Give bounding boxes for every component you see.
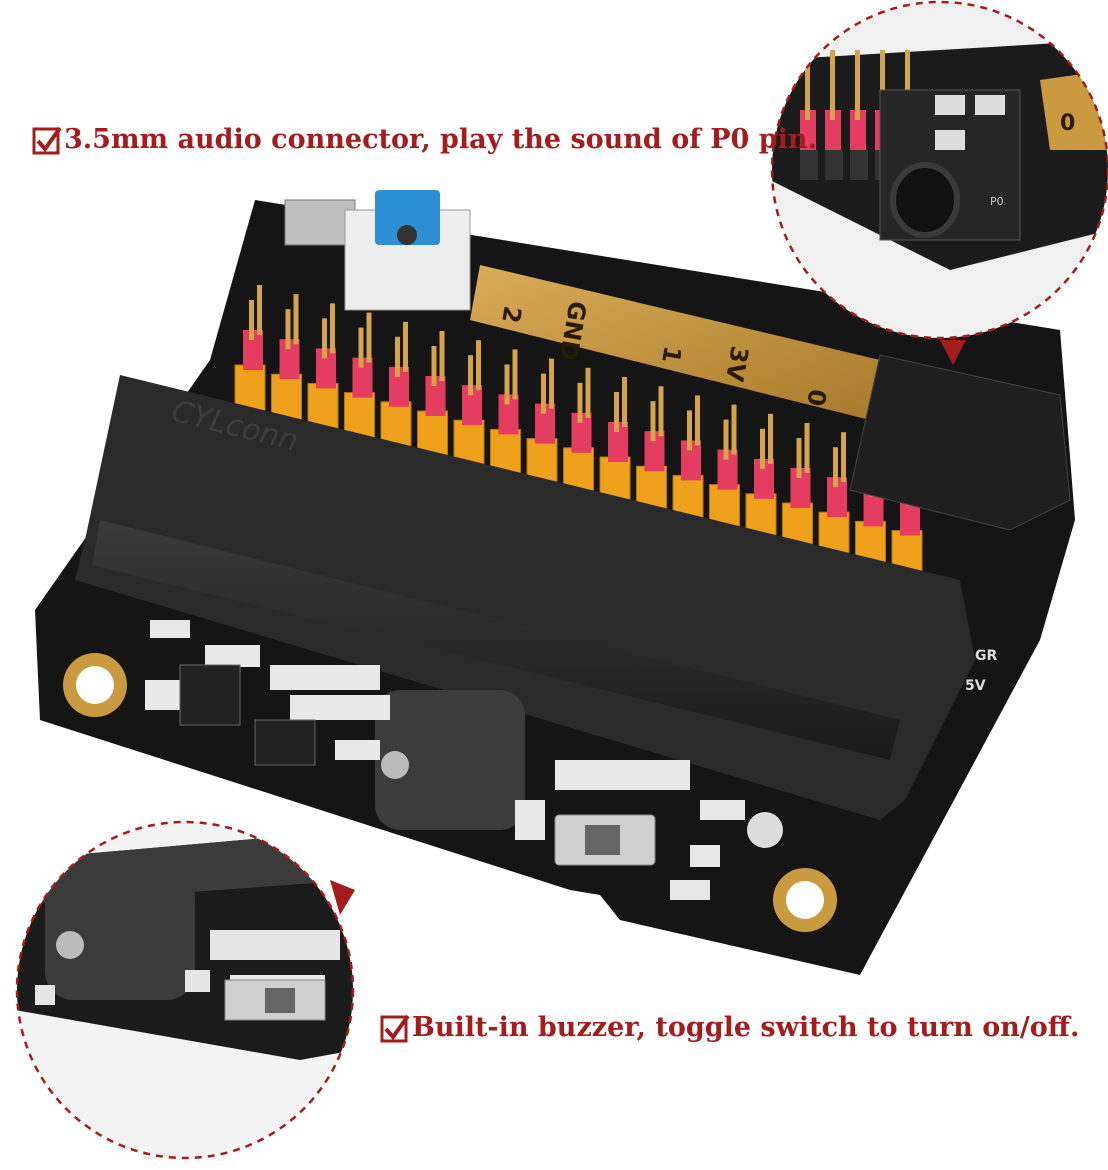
gold-label-strip [470,265,880,420]
pin-label: 3V [720,344,754,384]
audio-jack [849,354,1071,531]
caption-audio: 3.5mm audio connector, play the sound of… [32,124,817,155]
checkbox-checked-icon [32,126,62,154]
pointer-arrow-icon [940,340,966,365]
caption-text: 3.5mm audio connector, play the sound of… [64,124,817,155]
caption-text: Built-in buzzer, toggle switch to turn o… [412,1012,1080,1043]
zoom-label: P0 [990,195,1004,208]
buzzer-screw-icon [56,931,84,959]
usb-port [284,199,356,246]
side-label: 5V [965,678,986,694]
pointer-arrow-icon [330,880,355,915]
pin-label: 1 [656,344,686,365]
pin-label: 0 [801,387,831,408]
smd-components [145,620,745,900]
buzzer-zoom [45,870,195,1000]
pin-label: 2 [496,304,526,325]
zoom-label: 0 [1060,111,1075,136]
caption-buzzer: Built-in buzzer, toggle switch to turn o… [380,1012,1079,1043]
zoom-buzzer [15,820,355,1160]
buzzer-screw-icon [381,751,409,779]
buzzer [375,690,525,830]
push-button-cap [375,190,440,245]
side-label: GR [975,648,997,664]
logo-icon [747,812,783,848]
side-labels: GR 5V [965,648,997,694]
breakout-board: CYLconn [35,190,1075,975]
checkbox-checked-icon [380,1014,410,1042]
zoom-audio-jack: 0 P0 [770,0,1108,365]
